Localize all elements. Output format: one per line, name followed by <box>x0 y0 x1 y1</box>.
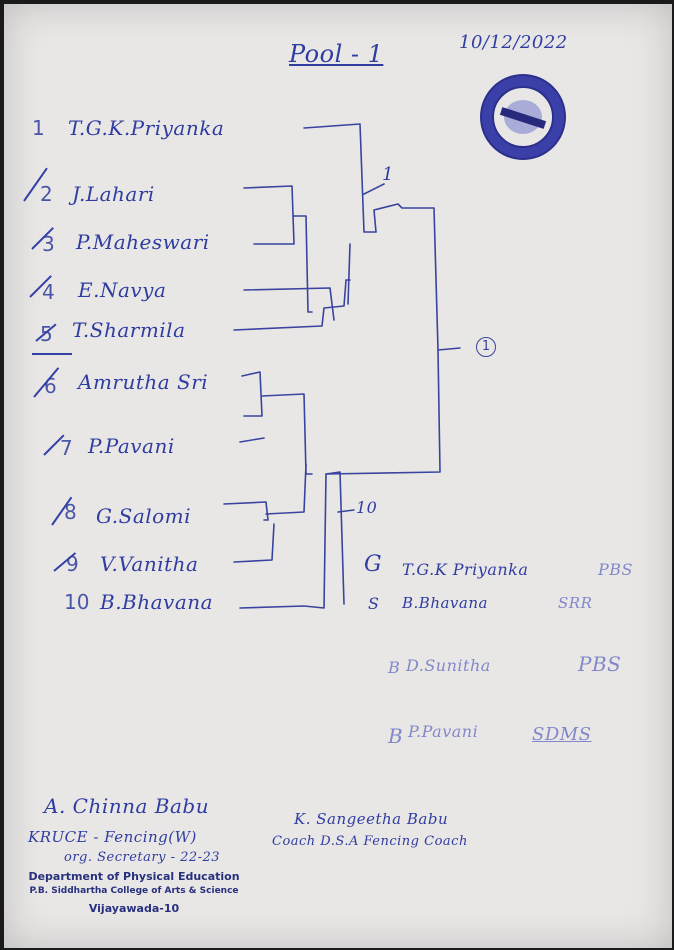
participant-number: 3 <box>42 232 55 256</box>
score-sheet: 10/12/2022 Pool - 1 1 T.G.K.Priyanka 2 J… <box>4 4 672 948</box>
pool-title: Pool - 1 <box>289 40 384 68</box>
bracket-line <box>347 243 351 305</box>
right-signature-line-2: Coach D.S.A Fencing Coach <box>272 834 468 849</box>
bracket-line <box>293 215 313 313</box>
college-seal-icon <box>482 76 564 158</box>
bracket-line <box>265 463 307 515</box>
bracket-line <box>337 509 355 513</box>
result-college-silver: SRR <box>558 594 593 612</box>
bracket-line <box>363 183 385 195</box>
bracket-line <box>325 349 441 475</box>
result-place-gold: G <box>364 552 383 577</box>
participant-name: P.Pavani <box>88 434 175 458</box>
strike-mark <box>32 353 72 355</box>
left-signature-line-1: KRUCE - Fencing(W) <box>28 828 197 846</box>
right-signature: K. Sangeetha Babu <box>294 810 449 828</box>
tournament-bracket <box>223 123 461 609</box>
result-college-gold: PBS <box>598 560 633 579</box>
bracket-line <box>233 523 275 563</box>
department-stamp-line-3: Vijayawada-10 <box>88 902 180 915</box>
result-name-gold: T.G.K Priyanka <box>402 560 529 579</box>
participant-number: 2 <box>40 182 53 206</box>
result-college-bronze-1: PBS <box>578 652 622 676</box>
bracket-line <box>261 393 313 475</box>
bracket-line <box>373 203 461 351</box>
result-name-bronze-1: D.Sunitha <box>406 656 491 675</box>
participant-name: T.Sharmila <box>72 318 186 342</box>
participant-name: E.Navya <box>78 278 167 302</box>
bracket-line <box>243 287 335 321</box>
participant-name: T.G.K.Priyanka <box>68 116 225 140</box>
participant-name: B.Bhavana <box>100 590 214 614</box>
bracket-line <box>239 471 345 609</box>
participant-number: 4 <box>42 280 55 304</box>
participant-number: 10 <box>64 590 90 614</box>
bracket-lower-winner-label: 10 <box>356 498 378 517</box>
result-college-bronze-2: SDMS <box>532 724 592 745</box>
participant-number: 1 <box>32 116 45 140</box>
bracket-line <box>241 371 263 417</box>
bracket-line <box>223 501 269 521</box>
result-name-bronze-2: P.Pavani <box>408 722 479 741</box>
left-signature-line-2: org. Secretary - 22-23 <box>64 850 221 865</box>
participant-name: V.Vanitha <box>100 552 199 576</box>
result-place-bronze-1: B <box>388 658 401 677</box>
participant-name: J.Lahari <box>72 182 155 206</box>
result-name-silver: B.Bhavana <box>402 594 488 612</box>
participant-name: Amrutha Sri <box>78 370 209 394</box>
bracket-line <box>233 279 351 331</box>
bracket-line <box>243 185 295 245</box>
department-stamp-line-1: Department of Physical Education <box>28 870 240 883</box>
result-place-silver: S <box>368 594 380 613</box>
final-winner-label: 1 <box>476 337 496 357</box>
bracket-line <box>239 437 265 443</box>
participant-name: P.Maheswari <box>76 230 210 254</box>
participant-name: G.Salomi <box>96 504 192 528</box>
bracket-upper-winner-label: 1 <box>382 164 394 185</box>
bracket-line <box>303 123 377 233</box>
result-place-bronze-2: B <box>388 724 404 748</box>
participant-number: 7 <box>60 436 73 460</box>
left-signature: A. Chinna Babu <box>44 794 210 818</box>
date-text: 10/12/2022 <box>459 32 568 53</box>
department-stamp-line-2: P.B. Siddhartha College of Arts & Scienc… <box>29 886 239 896</box>
participant-number: 8 <box>64 500 77 524</box>
